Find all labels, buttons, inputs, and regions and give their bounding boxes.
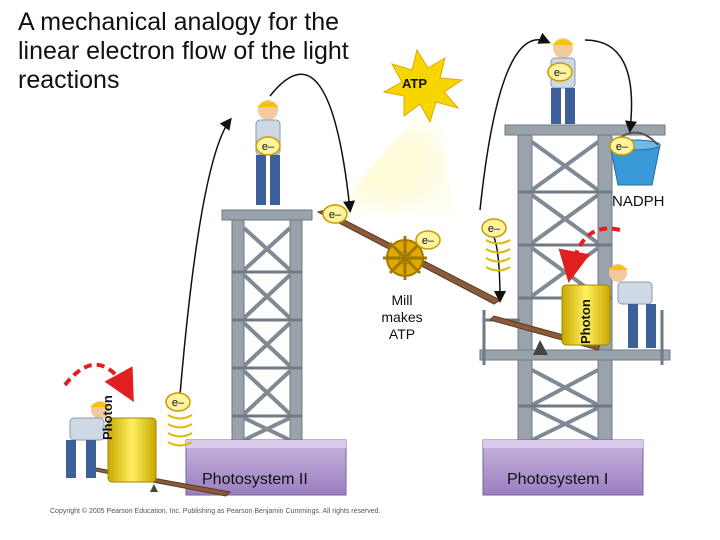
- electron-label: e–: [422, 235, 435, 247]
- mill-label-line-2: makes: [381, 309, 423, 325]
- electron-label: e–: [488, 223, 501, 235]
- worker-bottom-left: [66, 401, 110, 478]
- electron-badge: e–: [322, 204, 348, 224]
- electron-label: e–: [172, 397, 185, 409]
- photosystem-ii-base: [185, 439, 347, 496]
- mill-label-line-1: Mill: [391, 292, 413, 308]
- energy-rings-right: [485, 239, 511, 272]
- electron-label: e–: [554, 67, 567, 79]
- mill-wheel: [383, 236, 427, 280]
- energy-rings-left: [167, 414, 193, 447]
- photon-cylinder-left: [107, 417, 157, 483]
- mill-label-line-3: ATP: [388, 326, 416, 342]
- nadph-label: NADPH: [612, 193, 665, 210]
- electron-label: e–: [262, 141, 275, 153]
- mill-label: Mill makes ATP: [374, 292, 430, 343]
- photosystem-i-label: Photosystem I: [507, 471, 609, 488]
- electron-label: e–: [329, 209, 342, 221]
- photosystem-ii-label: Photosystem II: [202, 471, 308, 488]
- photosystem-ii-tower: [221, 209, 313, 443]
- photon-label-right: Photon: [578, 299, 593, 344]
- electron-badge: e–: [165, 392, 191, 412]
- diagram-title: A mechanical analogy for the linear elec…: [18, 8, 349, 94]
- worker-right-platform: [608, 264, 656, 348]
- red-dashed-arrows: [63, 226, 621, 403]
- atp-starburst: [382, 48, 464, 124]
- photosystem-i-base: [482, 439, 644, 496]
- atp-light-beam: [330, 118, 455, 215]
- electron-badges: e– e– e– e– e– e– e–: [165, 62, 635, 412]
- electron-badge: e–: [255, 136, 281, 156]
- electron-badge: e–: [609, 136, 635, 156]
- trajectory-arrows: [179, 32, 637, 396]
- photon-cylinder-right: [561, 284, 611, 346]
- copyright-notice: Copyright © 2005 Pearson Education, Inc.…: [50, 508, 381, 515]
- electron-badge: e–: [481, 218, 507, 238]
- electron-label: e–: [616, 141, 629, 153]
- atp-label: ATP: [402, 76, 428, 91]
- electron-badge: e–: [547, 62, 573, 82]
- photon-label-left: Photon: [100, 395, 115, 440]
- electron-badge: e–: [415, 230, 441, 250]
